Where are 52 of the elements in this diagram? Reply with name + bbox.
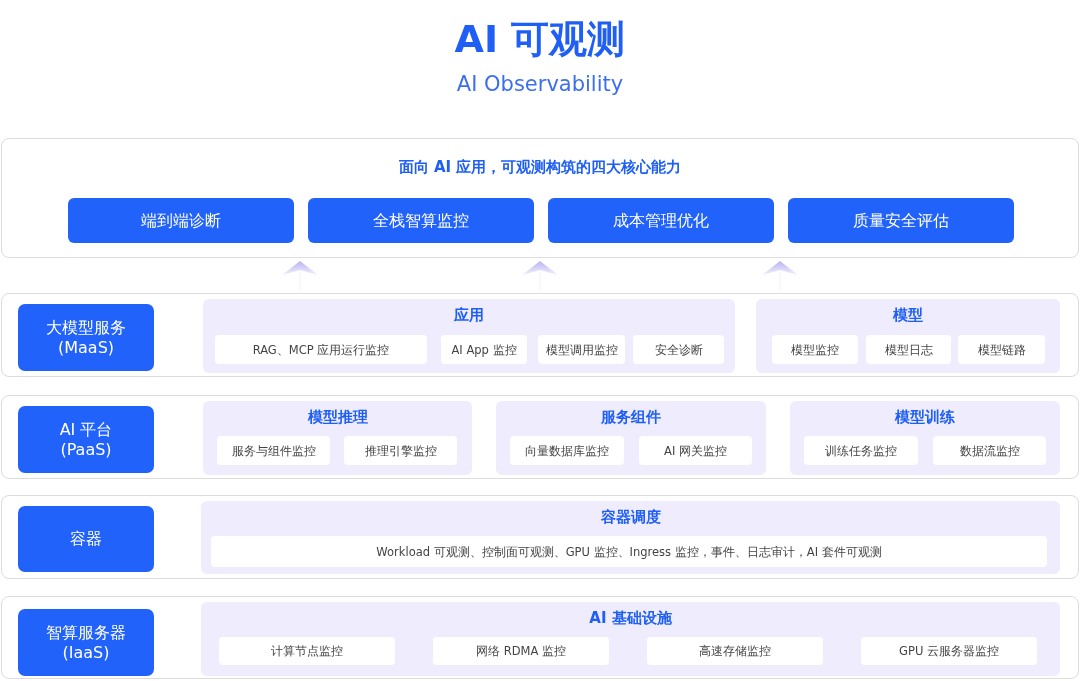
layer-label-box xyxy=(18,406,154,473)
box-label: 智算服务器 (IaaS) xyxy=(45,622,127,663)
layer-label-box xyxy=(18,304,154,371)
box-label: AI 平台 (PaaS) xyxy=(58,419,114,460)
box-label: 质量安全评估 xyxy=(853,210,949,231)
box-label: RAG、MCP 应用运行监控 xyxy=(252,342,390,357)
box-label: 大模型服务 (MaaS) xyxy=(45,317,127,358)
section-heading: 模型训练 xyxy=(895,408,955,427)
subtitle: AI Observability xyxy=(455,72,625,96)
layer-band xyxy=(1,293,1079,377)
capability-box xyxy=(788,198,1014,243)
layer-label-box xyxy=(18,609,154,676)
section-heading: 服务组件 xyxy=(601,408,661,427)
box-label: AI 网关监控 xyxy=(664,443,727,458)
box-label: 数据流监控 xyxy=(959,443,1020,458)
title: AI 可观测 xyxy=(453,16,627,63)
box-label: AI App 监控 xyxy=(451,342,517,357)
layer-band xyxy=(1,495,1079,579)
capability-box xyxy=(548,198,774,243)
box-label: 网络 RDMA 监控 xyxy=(476,643,566,659)
box-label: 推理引擎监控 xyxy=(364,443,437,458)
box-label: 计算节点监控 xyxy=(271,643,343,659)
layer-label-box xyxy=(18,506,154,572)
box-label: 训练任务监控 xyxy=(825,443,897,458)
box-label: 端到端诊断 xyxy=(141,210,221,231)
layer-band xyxy=(1,596,1079,679)
box-label: Workload 可观测、控制面可观测、GPU 监控、Ingress 监控，事件、日志审计，AI 套件可观测 xyxy=(376,544,882,559)
box-label: 服务与组件监控 xyxy=(231,443,316,458)
layer-band xyxy=(1,395,1079,479)
box-label: 模型调用监控 xyxy=(545,342,618,357)
box-label: 模型监控 xyxy=(791,342,839,357)
chevron-arrow xyxy=(762,260,798,292)
section-heading: 应用 xyxy=(454,306,484,325)
section-heading: 模型推理 xyxy=(307,408,368,427)
box-label: 安全诊断 xyxy=(654,342,703,357)
section-heading: AI 基础设施 xyxy=(589,609,672,628)
box-label: 高速存储监控 xyxy=(699,643,771,659)
capability-box xyxy=(308,198,534,243)
box-label: 模型日志 xyxy=(884,342,933,357)
chevron-arrow xyxy=(522,260,558,292)
box-label: 向量数据库监控 xyxy=(525,443,609,458)
box-label: GPU 云服务器监控 xyxy=(899,643,999,659)
section-heading: 面向 AI 应用，可观测构筑的四大核心能力 xyxy=(398,158,682,177)
box-label: 成本管理优化 xyxy=(613,210,709,231)
capability-panel xyxy=(1,138,1079,258)
chevron-arrow xyxy=(282,260,318,292)
section-heading: 模型 xyxy=(893,306,923,325)
box-label: 全栈智算监控 xyxy=(373,210,469,231)
box-label: 模型链路 xyxy=(977,342,1026,357)
capability-box xyxy=(68,198,294,243)
box-label: 容器 xyxy=(69,529,103,549)
section-heading: 容器调度 xyxy=(600,508,661,527)
